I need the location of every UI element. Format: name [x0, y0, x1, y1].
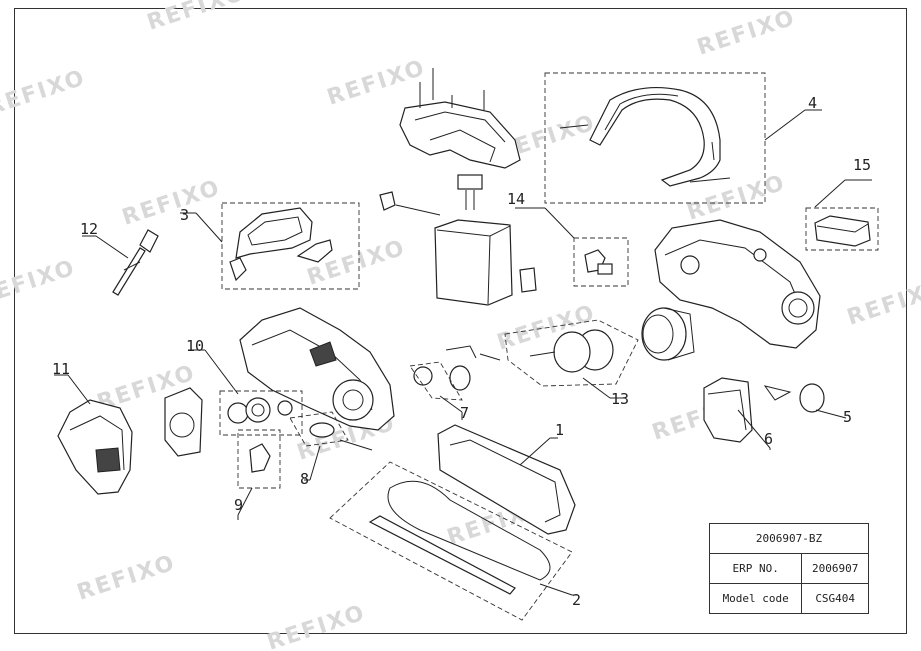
callout-13: 13 [611, 390, 629, 408]
watermark-text: REFIXO [324, 55, 429, 110]
drawing-border [14, 8, 907, 634]
callout-8: 8 [300, 470, 309, 488]
side-cover-plate-group [180, 202, 360, 290]
chain-and-bar-group [329, 461, 577, 621]
callout-10: 10 [186, 337, 204, 355]
oil-cap-group [763, 383, 847, 419]
tensioner-group [289, 411, 373, 481]
model-label: Model code [708, 583, 803, 614]
battery-mount-group [703, 377, 771, 450]
watermark-text: REFIXO [684, 170, 789, 225]
erp-value: 2006907 [801, 553, 869, 584]
watermark-text: REFIXO [119, 175, 224, 230]
front-handle-group [544, 72, 822, 204]
clutch-plate [164, 387, 203, 457]
watermark-text: REFIXO [74, 550, 179, 605]
callout-6: 6 [764, 430, 773, 448]
battery-compartment [379, 174, 537, 306]
top-housing-cover [399, 68, 521, 169]
model-value: CSG404 [801, 583, 869, 614]
watermark-text: REFIXO [694, 5, 799, 60]
callout-5: 5 [843, 408, 852, 426]
watermark-text: REFIXO [0, 65, 89, 120]
watermark-text: REFIXO [0, 255, 79, 310]
motor-group [504, 319, 639, 399]
callout-3: 3 [180, 206, 189, 224]
callout-labels: 1 2 3 4 5 6 7 8 9 10 11 12 13 14 15 [52, 94, 871, 609]
main-housing-right [654, 219, 821, 349]
erp-label: ERP NO. [708, 553, 803, 584]
callout-4: 4 [808, 94, 817, 112]
wrench-group [82, 229, 159, 296]
callout-14: 14 [507, 190, 525, 208]
callout-2: 2 [572, 591, 581, 609]
callout-9: 9 [234, 496, 243, 514]
watermark-text: REFIXO [264, 600, 369, 651]
motor-cup [641, 307, 695, 361]
battery-pack-group [805, 179, 879, 251]
switch-module-group [515, 207, 629, 287]
switch-assembly-group [409, 345, 501, 420]
title-block: 2006907-BZ ERP NO. 2006907 Model code CS… [708, 523, 869, 614]
bar-cover-group [437, 424, 576, 535]
watermark-text: REFIXO [144, 0, 249, 36]
callout-15: 15 [853, 156, 871, 174]
main-housing-left [239, 307, 395, 431]
drawing-number: 2006907-BZ [709, 523, 869, 554]
callout-7: 7 [460, 404, 469, 422]
callout-12: 12 [80, 220, 98, 238]
callout-1: 1 [555, 421, 564, 439]
sprocket-group [188, 349, 303, 436]
chain-cover-group [54, 374, 133, 495]
callout-11: 11 [52, 360, 70, 378]
watermark-text: REFIXO [844, 275, 921, 330]
brake-spring-group [237, 429, 281, 520]
